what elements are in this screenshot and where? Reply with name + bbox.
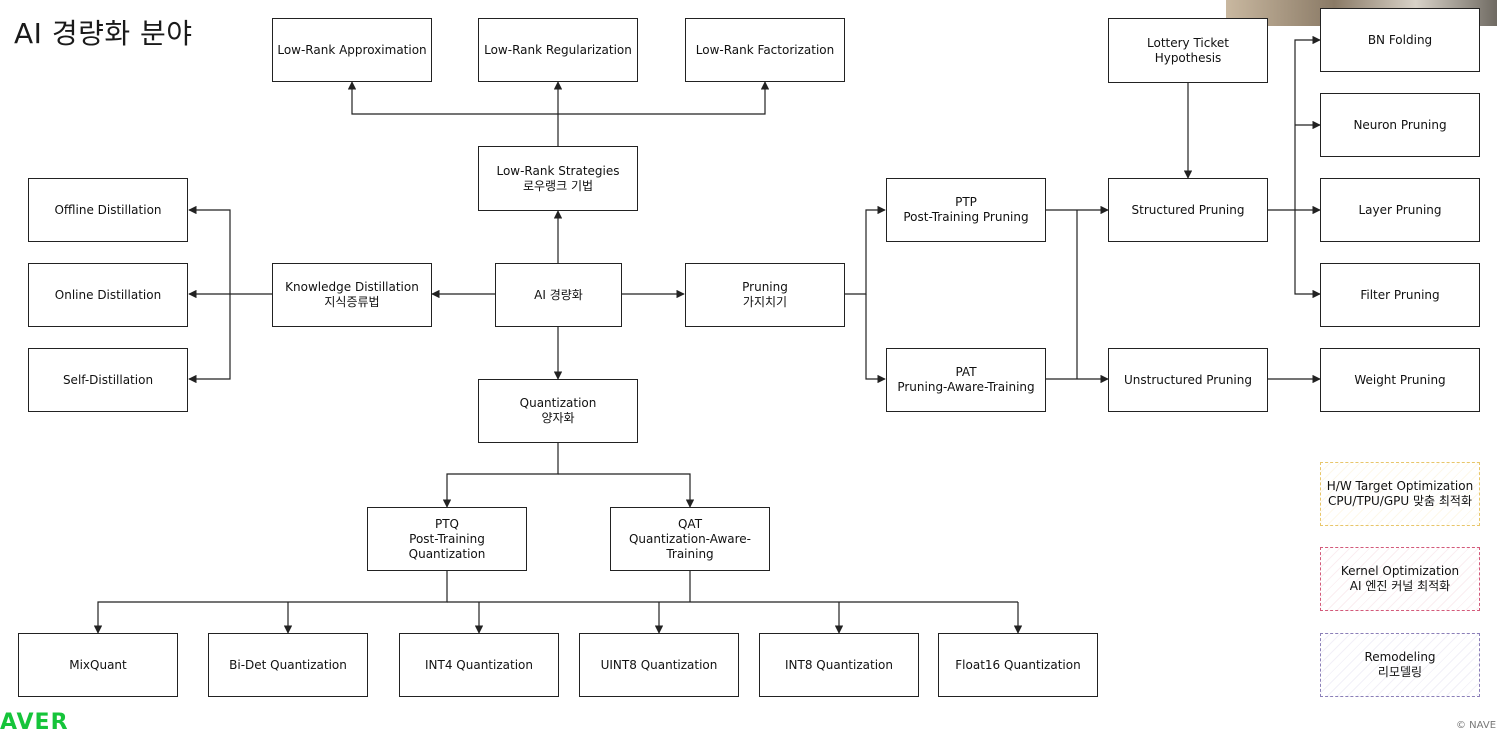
node-label: Low-Rank Factorization bbox=[695, 42, 835, 57]
node-int4-quantization: INT4 Quantization bbox=[399, 633, 559, 697]
node-layer-pruning: Layer Pruning bbox=[1320, 178, 1480, 242]
node-label: Layer Pruning bbox=[1358, 202, 1442, 217]
node-label: Float16 Quantization bbox=[955, 657, 1081, 672]
node-offline-distillation: Offline Distillation bbox=[28, 178, 188, 242]
node-label: Quantization bbox=[519, 396, 597, 410]
edge-kd-to-offline bbox=[188, 205, 231, 294]
node-label: Online Distillation bbox=[54, 287, 162, 302]
node-label: Low-Rank Regularization bbox=[484, 42, 632, 57]
node-label: PAT bbox=[955, 365, 977, 379]
node-float16-quantization: Float16 Quantization bbox=[938, 633, 1098, 697]
copyright-text: © NAVE bbox=[1456, 720, 1497, 731]
node-sublabel: 양자화 bbox=[541, 411, 575, 425]
node-self-distillation: Self-Distillation bbox=[28, 348, 188, 412]
edge-pruning-to-pat bbox=[865, 294, 886, 384]
node-online-distillation: Online Distillation bbox=[28, 263, 188, 327]
node-label: Lottery Ticket Hypothesis bbox=[1147, 35, 1229, 65]
node-sublabel: Post-Training Quantization bbox=[408, 531, 486, 561]
node-sublabel: 리모델링 bbox=[1377, 665, 1423, 679]
node-int8-quantization: INT8 Quantization bbox=[759, 633, 919, 697]
node-sublabel: CPU/TPU/GPU 맞춤 최적화 bbox=[1328, 494, 1472, 508]
node-label: Remodeling bbox=[1364, 650, 1436, 664]
node-sublabel: Post-Training Pruning bbox=[903, 210, 1029, 224]
page-title: AI 경량화 분야 bbox=[14, 17, 193, 50]
node-bidet-quantization: Bi-Det Quantization bbox=[208, 633, 368, 697]
node-label: Pruning bbox=[742, 280, 788, 294]
node-knowledge-distillation: Knowledge Distillation 지식증류법 bbox=[272, 263, 432, 327]
edge-structured-to-filter bbox=[1294, 210, 1321, 299]
node-structured-pruning: Structured Pruning bbox=[1108, 178, 1268, 242]
edge-pruning-to-ptp bbox=[845, 205, 886, 295]
node-sublabel: 가지치기 bbox=[742, 295, 788, 309]
node-bn-folding: BN Folding bbox=[1320, 8, 1480, 72]
node-label: Bi-Det Quantization bbox=[229, 657, 347, 672]
node-label: Kernel Optimization bbox=[1340, 564, 1460, 578]
node-label: Weight Pruning bbox=[1354, 372, 1446, 387]
node-neuron-pruning: Neuron Pruning bbox=[1320, 93, 1480, 157]
node-label: Low-Rank Approximation bbox=[277, 42, 427, 57]
edge-quant-to-qat bbox=[558, 473, 695, 508]
edge-strategies-to-approximation bbox=[347, 81, 558, 115]
node-label: BN Folding bbox=[1367, 32, 1433, 47]
node-label: MixQuant bbox=[69, 657, 127, 672]
node-pruning: Pruning 가지치기 bbox=[685, 263, 845, 327]
node-qat: QAT Quantization-Aware- Training bbox=[610, 507, 770, 571]
edge-quant-to-ptq bbox=[442, 443, 559, 508]
edge-structured-to-bn bbox=[1294, 35, 1321, 210]
node-pat: PAT Pruning-Aware-Training bbox=[886, 348, 1046, 412]
node-uint8-quantization: UINT8 Quantization bbox=[579, 633, 739, 697]
node-sublabel: 지식증류법 bbox=[324, 295, 380, 309]
node-label: H/W Target Optimization bbox=[1326, 479, 1474, 493]
node-label: Offline Distillation bbox=[54, 202, 162, 217]
node-remodeling: Remodeling 리모델링 bbox=[1320, 633, 1480, 697]
node-weight-pruning: Weight Pruning bbox=[1320, 348, 1480, 412]
node-label: QAT bbox=[677, 516, 703, 531]
node-quantization: Quantization 양자화 bbox=[478, 379, 638, 443]
node-label: Neuron Pruning bbox=[1353, 117, 1447, 132]
node-label: UINT8 Quantization bbox=[600, 657, 718, 672]
node-sublabel-2: Training bbox=[666, 546, 714, 561]
node-label: Knowledge Distillation bbox=[285, 280, 419, 294]
edge-kd-to-self bbox=[188, 294, 231, 384]
node-ptq: PTQ Post-Training Quantization bbox=[367, 507, 527, 571]
node-label: INT4 Quantization bbox=[425, 657, 533, 672]
edge-ptq-to-mixquant bbox=[93, 571, 448, 634]
node-ptp: PTP Post-Training Pruning bbox=[886, 178, 1046, 242]
node-filter-pruning: Filter Pruning bbox=[1320, 263, 1480, 327]
node-label: INT8 Quantization bbox=[785, 657, 893, 672]
node-sublabel: Quantization-Aware- bbox=[628, 531, 752, 546]
node-label: AI 경량화 bbox=[534, 287, 583, 302]
node-mixquant: MixQuant bbox=[18, 633, 178, 697]
node-lottery-ticket: Lottery Ticket Hypothesis bbox=[1108, 18, 1268, 83]
node-label: PTQ bbox=[434, 516, 459, 531]
node-label: Structured Pruning bbox=[1131, 202, 1245, 217]
brand-logo-text: AVER bbox=[0, 710, 69, 735]
node-sublabel: 로우랭크 기법 bbox=[522, 178, 594, 193]
node-label: Self-Distillation bbox=[62, 372, 154, 387]
node-unstructured-pruning: Unstructured Pruning bbox=[1108, 348, 1268, 412]
node-sublabel: AI 엔진 커널 최적화 bbox=[1349, 579, 1451, 593]
node-label: Low-Rank Strategies bbox=[496, 163, 620, 178]
node-low-rank-strategies: Low-Rank Strategies 로우랭크 기법 bbox=[478, 146, 638, 211]
node-label: Filter Pruning bbox=[1360, 287, 1440, 302]
node-low-rank-approximation: Low-Rank Approximation bbox=[272, 18, 432, 82]
node-hw-target-optimization: H/W Target Optimization CPU/TPU/GPU 맞춤 최… bbox=[1320, 462, 1480, 526]
node-low-rank-factorization: Low-Rank Factorization bbox=[685, 18, 845, 82]
node-kernel-optimization: Kernel Optimization AI 엔진 커널 최적화 bbox=[1320, 547, 1480, 611]
node-sublabel: Pruning-Aware-Training bbox=[897, 380, 1035, 394]
node-label: Unstructured Pruning bbox=[1123, 372, 1252, 387]
edge-strategies-to-factorization bbox=[558, 81, 770, 115]
node-label: PTP bbox=[955, 195, 977, 209]
node-low-rank-regularization: Low-Rank Regularization bbox=[478, 18, 638, 82]
node-ai-lightweight: AI 경량화 bbox=[495, 263, 622, 327]
